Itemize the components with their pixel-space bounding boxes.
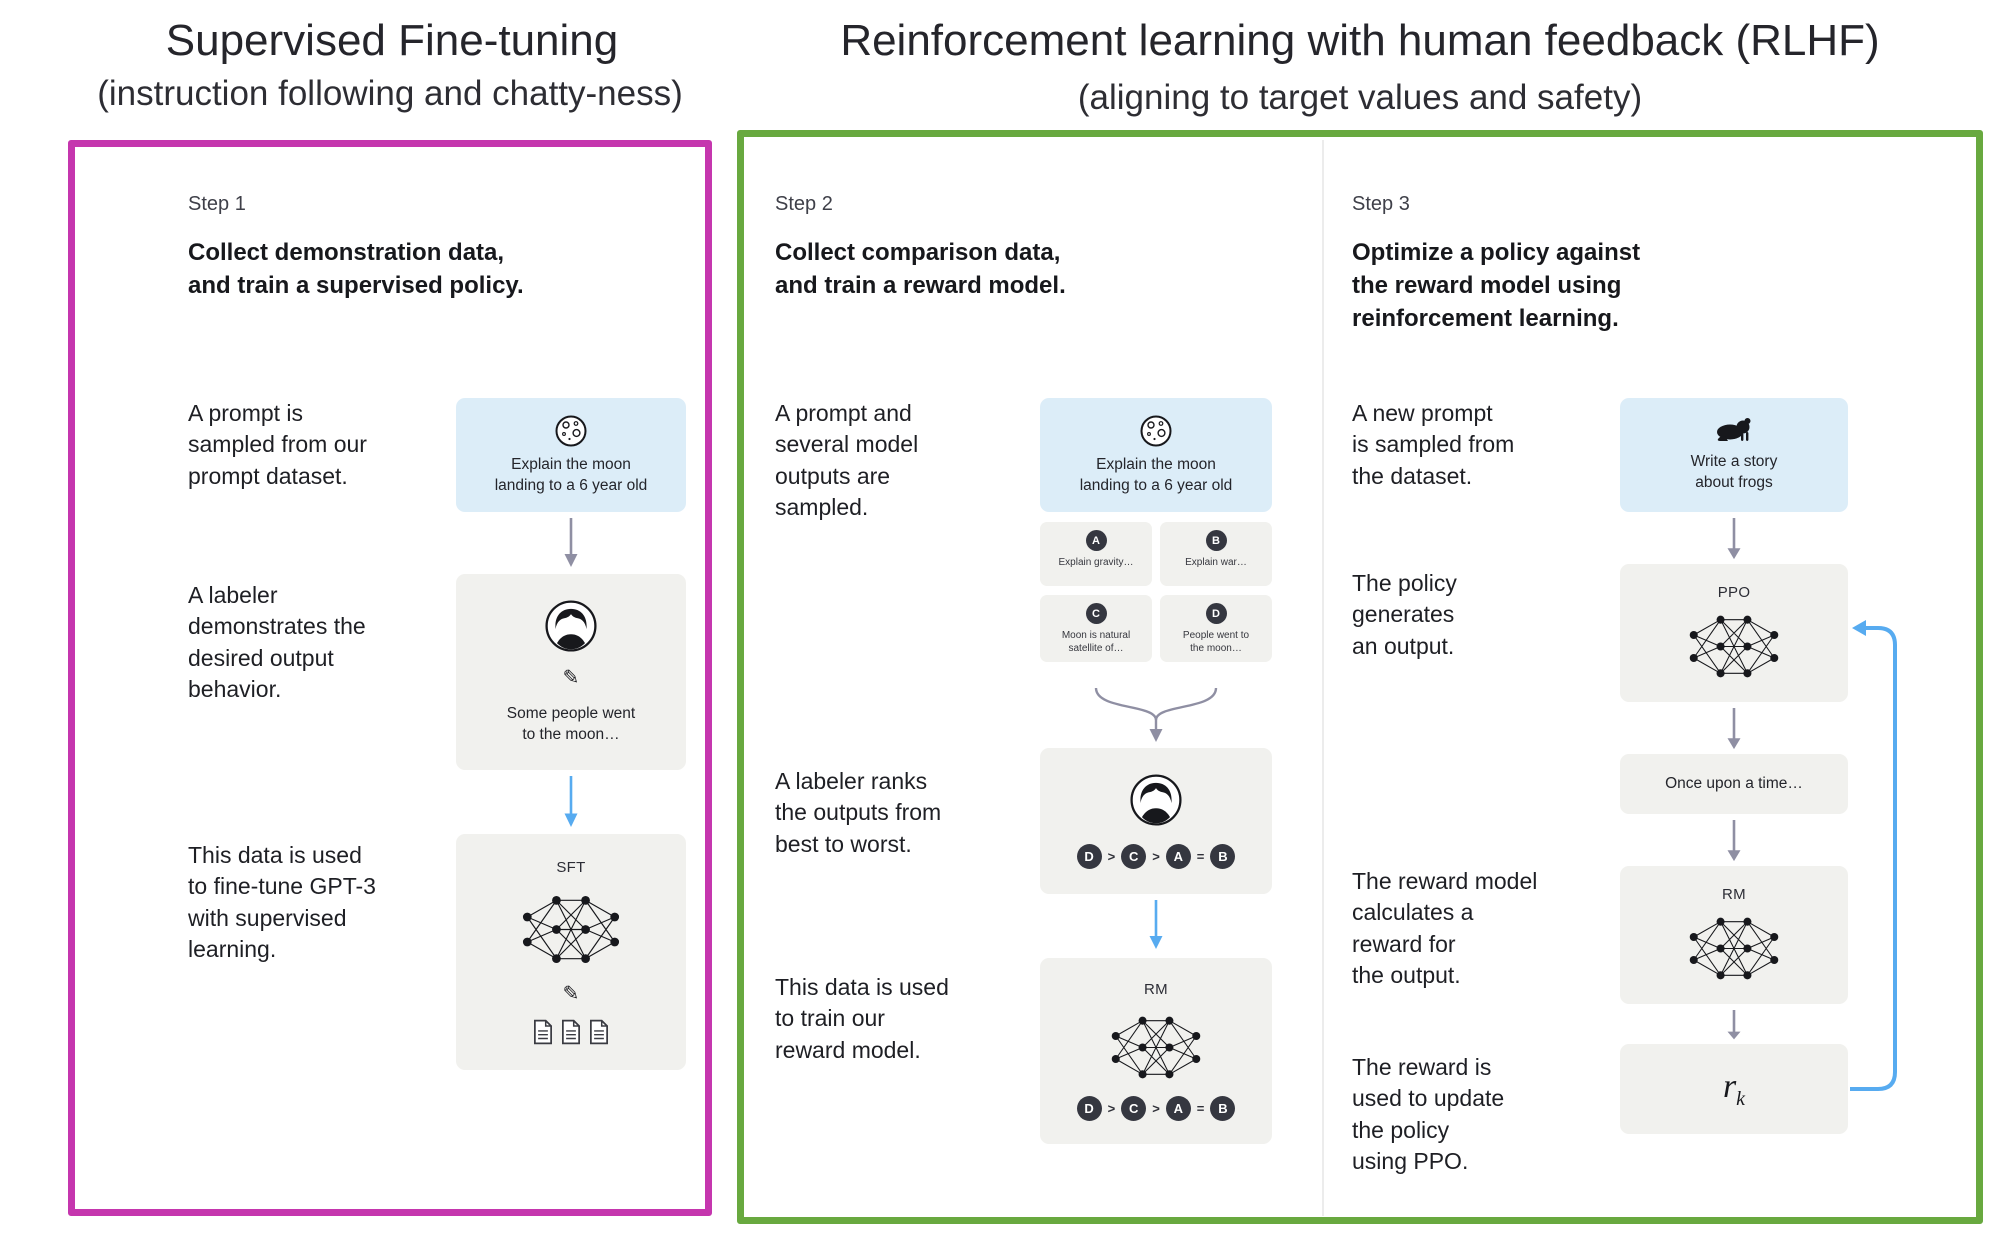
answer-d-text: People went to the moon… xyxy=(1182,630,1250,654)
step2-label: Step 2 xyxy=(775,193,833,215)
answer-a: A Explain gravity… xyxy=(1040,522,1152,586)
step1-labeler-caption: A labeler demonstrates the desired outpu… xyxy=(188,582,366,702)
rank-chip: A xyxy=(1165,1096,1191,1122)
down-arrow-gray xyxy=(1726,820,1742,862)
pencil-icon: ✎ xyxy=(562,667,580,690)
rank-chip: B xyxy=(1210,843,1236,869)
rank-chip: C xyxy=(1121,1096,1147,1122)
documents-icon xyxy=(532,1019,610,1045)
document-page-icon xyxy=(534,1020,552,1045)
down-arrow-gray xyxy=(1726,518,1742,560)
neural-network-icon xyxy=(522,895,620,964)
rank-chip: A xyxy=(1165,843,1191,869)
step2-prompt-text: Explain the moon landing to a 6 year old xyxy=(1079,456,1233,495)
answer-c-text: Moon is natural satellite of… xyxy=(1061,630,1131,654)
sft-highlight-frame xyxy=(68,140,712,1216)
rank-op: > xyxy=(1152,1101,1160,1117)
down-arrow-gray xyxy=(1726,1010,1742,1040)
answer-b-letter: B xyxy=(1205,530,1227,551)
step3-policy-caption: The policy generates an output. xyxy=(1352,570,1457,659)
neural-network-icon xyxy=(1111,1015,1201,1079)
rank-chip: D xyxy=(1076,843,1102,869)
rlhf-header-title: Reinforcement learning with human feedba… xyxy=(840,16,1880,65)
step3-output-box: Once upon a time… xyxy=(1620,754,1848,814)
step3-reward-model-caption: The reward model calculates a reward for… xyxy=(1352,868,1538,988)
step1-sft-box: SFT ✎ xyxy=(456,834,686,1070)
answer-b: B Explain war… xyxy=(1160,522,1272,586)
step1-finetune-caption: This data is used to fine-tune GPT-3 wit… xyxy=(188,842,376,962)
labeler-avatar-icon xyxy=(1130,774,1182,826)
step2-labeler-box: D > C > A = B xyxy=(1040,748,1272,894)
sft-model-label: SFT xyxy=(556,858,586,876)
step1-title: Collect demonstration data, and train a … xyxy=(188,239,524,300)
column-divider xyxy=(1322,140,1324,1216)
rank-op: > xyxy=(1107,1101,1116,1117)
rank-op: > xyxy=(1107,848,1116,864)
rlhf-highlight-frame xyxy=(737,130,1983,1224)
step1-labeler-box: ✎ Some people went to the moon… xyxy=(456,574,686,770)
rank-op: = xyxy=(1196,848,1205,864)
down-arrow-gray xyxy=(563,518,579,568)
step3-reward-box: rk xyxy=(1620,1044,1848,1134)
reward-symbol-letter: r xyxy=(1722,1067,1737,1105)
step3-ppo-box: PPO xyxy=(1620,564,1848,702)
pencil-icon: ✎ xyxy=(562,982,580,1005)
rank-chip: C xyxy=(1121,843,1147,869)
step3-title: Optimize a policy against the reward mod… xyxy=(1352,239,1641,333)
frog-icon xyxy=(1717,418,1751,442)
rank-op: > xyxy=(1152,848,1160,864)
answer-b-text: Explain war… xyxy=(1185,557,1247,568)
ranking-row: D > C > A = B xyxy=(1076,843,1236,869)
step2-labeler-caption: A labeler ranks the outputs from best to… xyxy=(775,768,942,857)
ppo-model-label: PPO xyxy=(1717,583,1751,601)
rank-chip: B xyxy=(1210,1096,1236,1122)
answer-grid: A Explain gravity… B Explain war… C Moon… xyxy=(1040,522,1272,662)
step2-prompt-box: Explain the moon landing to a 6 year old xyxy=(1040,398,1272,512)
answer-c-letter: C xyxy=(1085,603,1107,624)
rank-op: = xyxy=(1196,1101,1205,1117)
step3-prompt-text: Write a story about frogs xyxy=(1690,452,1778,491)
step3-prompt-box: Write a story about frogs xyxy=(1620,398,1848,512)
step3-output-text: Once upon a time… xyxy=(1665,774,1803,792)
sft-header-subtitle: (instruction following and chatty-ness) xyxy=(97,74,683,113)
ranking-row: D > C > A = B xyxy=(1076,1096,1236,1122)
document-page-icon xyxy=(590,1020,608,1045)
answer-a-text: Explain gravity… xyxy=(1058,557,1134,568)
down-arrow-gray xyxy=(1726,708,1742,750)
feedback-loop-arrow xyxy=(1850,620,1897,1091)
answer-d: D People went to the moon… xyxy=(1160,595,1272,662)
step3-rm-box: RM xyxy=(1620,866,1848,1004)
rlhf-header-subtitle: (aligning to target values and safety) xyxy=(1077,78,1643,117)
reward-symbol-subscript: k xyxy=(1736,1087,1746,1110)
down-arrow-blue xyxy=(1148,900,1164,950)
moon-icon xyxy=(1140,415,1172,447)
rm-model-label: RM xyxy=(1722,885,1746,903)
step2-prompt-caption: A prompt and several model outputs are s… xyxy=(775,400,919,520)
step3-update-caption: The reward is used to update the policy … xyxy=(1352,1054,1505,1174)
neural-network-icon xyxy=(1689,917,1779,981)
moon-icon xyxy=(555,415,587,447)
step2-title: Collect comparison data, and train a rew… xyxy=(775,239,1066,300)
rm-model-label: RM xyxy=(1144,980,1168,998)
answer-d-letter: D xyxy=(1205,603,1227,624)
reward-symbol: rk xyxy=(1723,1068,1745,1111)
step3-label: Step 3 xyxy=(1352,193,1410,215)
document-page-icon xyxy=(562,1020,580,1045)
step1-prompt-caption: A prompt is sampled from our prompt data… xyxy=(188,400,367,489)
neural-network-icon xyxy=(1689,615,1779,679)
down-arrow-blue xyxy=(563,776,579,828)
step1-label: Step 1 xyxy=(188,193,246,215)
sft-header-title: Supervised Fine-tuning xyxy=(165,16,619,65)
answer-c: C Moon is natural satellite of… xyxy=(1040,595,1152,662)
rank-chip: D xyxy=(1076,1096,1102,1122)
labeler-avatar-icon xyxy=(545,599,597,652)
step2-rm-box: RM D > C > A = B xyxy=(1040,958,1272,1144)
step1-demonstration-text: Some people went to the moon… xyxy=(506,704,636,743)
step1-prompt-box: Explain the moon landing to a 6 year old xyxy=(456,398,686,512)
step3-prompt-caption: A new prompt is sampled from the dataset… xyxy=(1352,400,1515,489)
step2-reward-caption: This data is used to train our reward mo… xyxy=(775,974,949,1063)
merge-connector-arrow xyxy=(1094,687,1218,742)
answer-a-letter: A xyxy=(1085,530,1107,551)
step1-prompt-text: Explain the moon landing to a 6 year old xyxy=(494,456,648,495)
